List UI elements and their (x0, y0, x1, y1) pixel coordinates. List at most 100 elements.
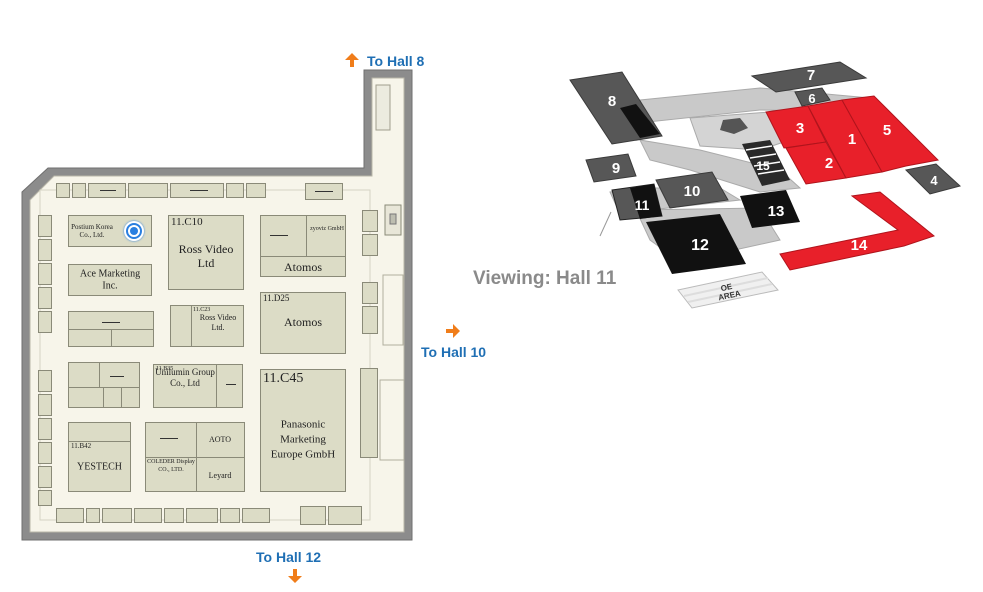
booth-small[interactable] (38, 239, 52, 261)
hall-9-shape (585, 153, 637, 183)
hall-12-shape (646, 214, 746, 274)
arrow-right-icon (446, 324, 460, 338)
viewing-hall-label: Viewing: Hall 11 (473, 268, 617, 289)
booth-atomos-zyoviz[interactable]: zyoviz GmbH Atomos (260, 215, 346, 277)
booth-panasonic-label: Panasonic Marketing Europe GmbH (270, 418, 336, 461)
hall-5-shape (841, 95, 940, 173)
booth-small[interactable] (38, 466, 52, 488)
booth-small[interactable] (362, 282, 378, 304)
hall-9-label: 9 (612, 160, 620, 177)
booth-11-c45[interactable]: 11.C45 Panasonic Marketing Europe GmbH (260, 369, 346, 492)
booth-small[interactable] (242, 508, 270, 523)
booth-postium-label: Postium Korea Co., Ltd. (71, 222, 113, 239)
hall-4-label: 4 (930, 173, 938, 188)
booth-small[interactable] (134, 508, 162, 523)
hall-8-selected-part (620, 104, 660, 138)
booth-small[interactable] (128, 183, 168, 198)
booth-c10-name: Ross Video Ltd (178, 242, 234, 270)
booth-leyard-label: Leyard (208, 471, 232, 480)
booth-small[interactable] (362, 234, 378, 256)
hall-13-shape (740, 190, 800, 228)
booth-c45-code: 11.C45 (263, 371, 304, 386)
hall-15-label: 15 (756, 159, 770, 173)
hall-4-shape (904, 163, 962, 195)
booth-atomos2-label: Atomos (283, 315, 322, 330)
hall-6-label: 6 (808, 91, 815, 106)
booth-small[interactable] (360, 368, 378, 458)
center-plaza (720, 118, 748, 134)
booth-small[interactable] (300, 506, 326, 525)
booth-11-d25[interactable]: 11.D25 Atomos (260, 292, 346, 354)
booth-small[interactable] (38, 311, 52, 333)
booth-zyoviz-label: zyoviz GmbH (310, 226, 344, 232)
booth-11-c23[interactable]: 11.C23 Ross Video Ltd. (170, 305, 244, 347)
booth-unnamed-block[interactable] (68, 311, 154, 347)
booth-small[interactable] (246, 183, 266, 198)
booth-unnamed-block-2[interactable] (68, 362, 140, 408)
booth-text-mark (100, 190, 116, 191)
hall-3-label: 3 (796, 120, 804, 137)
booth-small[interactable] (38, 442, 52, 464)
hall-11-selected-part (630, 184, 662, 219)
hall-13-label: 13 (768, 203, 785, 220)
to-hall-10-link[interactable]: To Hall 10 (421, 344, 487, 360)
booth-small[interactable] (38, 418, 52, 440)
pointer-line (599, 211, 612, 237)
booth-small[interactable] (38, 370, 52, 392)
booth-ace-marketing[interactable]: Ace Marketing Inc. (68, 264, 152, 296)
hall-11-label: 11 (635, 197, 650, 213)
booth-c10-code: 11.C10 (171, 216, 203, 228)
to-hall-12-link[interactable]: To Hall 12 (256, 549, 322, 565)
hall-7-label: 7 (807, 67, 815, 84)
booth-aoto-coleder-leyard[interactable]: AOTO COLEDER Display CO., LTD. Leyard (145, 422, 245, 492)
booth-c23-code: 11.C23 (193, 307, 211, 313)
hall-1-label: 1 (848, 131, 856, 148)
booth-text-mark (226, 384, 236, 385)
booth-small[interactable] (38, 263, 52, 285)
booth-text-mark (315, 191, 333, 192)
booth-11-c10[interactable]: 11.C10 Ross Video Ltd (168, 215, 244, 290)
hall-10-shape (655, 171, 729, 209)
hall-15-shape (742, 140, 790, 186)
booth-small[interactable] (164, 508, 184, 523)
hall-5-label: 5 (883, 122, 891, 139)
booth-small[interactable] (38, 394, 52, 416)
booth-small[interactable] (226, 183, 244, 198)
booth-small[interactable] (220, 508, 240, 523)
booth-ace-label: Ace Marketing Inc. (79, 268, 141, 292)
booth-small[interactable] (362, 210, 378, 232)
booth-d25-code: 11.D25 (263, 293, 290, 303)
booth-atomos1-label: Atomos (283, 260, 322, 274)
booth-small[interactable] (362, 306, 378, 334)
booth-c23-name: Ross Video Ltd. (199, 313, 237, 332)
booth-small[interactable] (102, 508, 132, 523)
booth-text-mark (102, 322, 120, 323)
booth-text-mark (110, 376, 124, 377)
booth-11-b35[interactable]: 11.B35 Unilumin Group Co., Ltd (153, 364, 243, 408)
to-hall-8-link[interactable]: To Hall 8 (367, 53, 425, 69)
booth-11-b42[interactable]: 11.B42 YESTECH (68, 422, 131, 492)
booth-small[interactable] (56, 183, 70, 198)
booth-small[interactable] (56, 508, 84, 523)
hall-7-shape (750, 61, 868, 93)
hall-2-label: 2 (825, 155, 833, 172)
booth-small[interactable] (38, 287, 52, 309)
booth-small[interactable] (86, 508, 100, 523)
booth-unilumin-label: Unilumin Group Co., Ltd (155, 367, 215, 389)
hall-12-label: 12 (691, 237, 709, 254)
booth-aoto-label: AOTO (208, 435, 232, 444)
arrow-up-icon (345, 53, 359, 67)
booth-yestech-label: YESTECH (77, 461, 122, 473)
booth-small[interactable] (186, 508, 218, 523)
booth-small[interactable] (38, 490, 52, 506)
booth-small[interactable] (72, 183, 86, 198)
current-location-marker (124, 221, 144, 241)
arrow-down-icon (288, 569, 302, 583)
booth-small[interactable] (38, 215, 52, 237)
hall-10-label: 10 (684, 183, 701, 200)
hall-14-shape (779, 191, 936, 271)
booth-b42-code: 11.B42 (71, 442, 92, 450)
booth-small[interactable] (328, 506, 362, 525)
